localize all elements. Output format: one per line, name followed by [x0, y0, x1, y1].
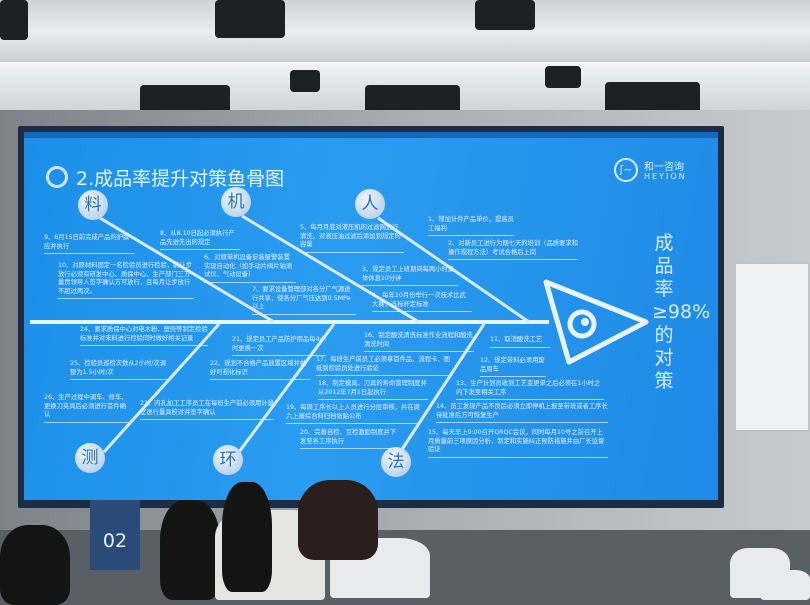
bone-man: [377, 216, 530, 324]
ceiling-light: [545, 66, 581, 88]
fish-pupil: [581, 318, 589, 326]
countermeasure-item: 18、制定模具、刀具的寿命管理制度并从2012年7月1日起执行: [318, 380, 428, 400]
countermeasure-item: 23、内孔加工工序员工在每班生产前必须用计量室进行量具校对并签字确认: [140, 400, 274, 420]
star-logo-icon: [46, 166, 68, 188]
countermeasure-item: 3、规定员工上班期间每两小时集体休息10分钟: [362, 266, 458, 286]
fish-eye: [567, 309, 597, 339]
countermeasure-item: 11、取消酸洗工艺: [490, 336, 550, 348]
countermeasure-item: 24、要求质保中心对电木粉、塑壳等制定检验标准并对来料进行检验同时做好相关记录: [80, 326, 208, 346]
ceiling-light: [475, 0, 535, 30]
fishbone-lines: [30, 214, 649, 455]
countermeasure-item: 15、每天早上9:00召开QRQC会议，同时每月10号之前召开上月质量前三项原因…: [428, 429, 608, 458]
countermeasure-item: 26、生产过程中调车、修车、更换刀夹具后必须进行首件确认: [44, 394, 130, 423]
category-method: 法: [381, 447, 411, 477]
whiteboard: [734, 262, 810, 432]
countermeasure-item: 22、规划不合格产品放置区域并做好可视化标识: [210, 360, 310, 380]
brand-name-cn: 和一咨询: [644, 162, 684, 173]
category-environment: 环: [213, 445, 243, 475]
window-bar: [24, 132, 718, 138]
ceiling-light: [0, 0, 28, 40]
audience-person: [298, 480, 378, 560]
category-material: 料: [78, 190, 108, 220]
countermeasure-item: 10、对原材料固定一名检验员进行检验，前让步放行必须有研发中心、质保中心、生产部…: [58, 262, 194, 299]
countermeasure-item: 12、规定带料必须用废品周车: [480, 357, 546, 377]
countermeasure-item: 25、检验员巡检次数从2小时/次调整为1.5小时/次: [70, 360, 170, 380]
bone-machine: [241, 214, 420, 324]
ceiling-light: [290, 70, 320, 92]
countermeasure-item: 20、完善自检、互检激励制度并下发至各工序执行: [300, 429, 400, 449]
brand-ring-icon: ʃ~: [614, 158, 638, 182]
countermeasure-item: 2、对新员工进行为期七天的培训（品质要求和操作规程方法）考试合格后上岗: [448, 240, 578, 260]
brand-logo: ʃ~ 和一咨询 HEYION: [614, 156, 704, 186]
category-machine: 机: [221, 187, 251, 217]
chair: [760, 570, 810, 600]
countermeasure-item: 1、增加计件产品单价，提高员工福利: [428, 216, 514, 236]
countermeasure-item: 13、生产计划员收到工艺变更单之后必须在1小时之内下发至相关工序: [456, 380, 604, 400]
audience-person: [0, 525, 70, 605]
countermeasure-item: 21、规定员工产品防护用品每4小时更换一次: [232, 336, 326, 356]
countermeasure-item: 9、6月15日前完成产品的护膜应并执行: [44, 234, 134, 254]
bone-environment: [237, 323, 336, 453]
countermeasure-item: 16、制定酸洗清洗标准作业流程和酸洗清洗时间: [364, 332, 474, 352]
audience-person: [222, 482, 272, 592]
brand-name-en: HEYION: [644, 172, 687, 181]
category-measure: 测: [75, 443, 105, 473]
countermeasure-item: 14、员工发现产品不良后必须立即停机上报至带班或者工序长待批准后方可恢复生产: [436, 403, 608, 423]
countermeasure-item: 19、每周工序长以上人员进行分层审核，并在周六上报综合科归档张贴公布: [286, 404, 420, 424]
table-tent: 02: [90, 500, 140, 570]
slide-title: 2.成品率提升对策鱼骨图: [76, 168, 285, 190]
countermeasure-item: 4、每年10月份举行一次技术比武大赛，选标杆定标准: [372, 292, 472, 312]
countermeasure-item: 8、从8.10日起必须执行产品先进先出的规定: [160, 230, 240, 250]
fish-head: [543, 279, 649, 365]
bone-material: [99, 216, 275, 324]
countermeasure-item: 5、每月月底对液压机的过滤网进行清洗，对液压油过滤后添加到规定的容量: [300, 224, 404, 253]
countermeasure-item: 7、要求设备管理部对各分厂气源进行共享，使各分厂气压达到0.5MPa以上: [252, 286, 356, 315]
audience-person: [160, 500, 220, 600]
category-man: 人: [355, 189, 385, 219]
projection-screen: 2.成品率提升对策鱼骨图 ʃ~ 和一咨询 HEYION 料 机 人 测 环 法 …: [24, 132, 718, 500]
countermeasure-item: 17、每班生产前员工必须拿首件品、流程卡、图纸到检验员处进行验证: [316, 356, 452, 376]
bone-method: [397, 323, 486, 455]
countermeasure-item: 6、对原单机设备安装报警装置实现自动化（如手动片阀片轴测试仪、气动设备）: [204, 254, 296, 283]
ceiling-light: [215, 0, 285, 38]
goal-text: 成品率≥98%的对策: [652, 232, 711, 392]
